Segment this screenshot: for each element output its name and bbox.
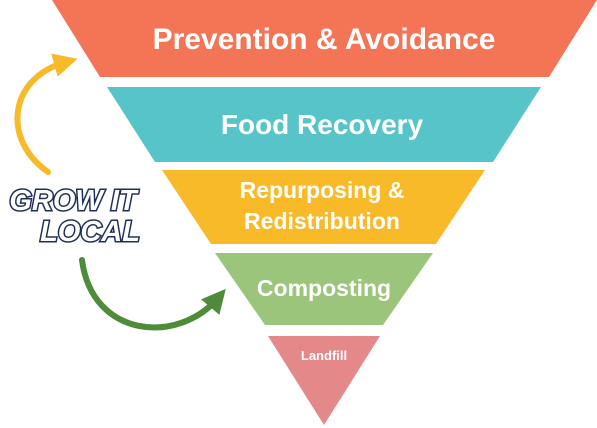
tier-shape bbox=[268, 336, 380, 425]
tier-food-recovery: Food Recovery bbox=[107, 87, 541, 162]
tier-prevention-avoidance: Prevention & Avoidance bbox=[52, 0, 597, 77]
logo-line-1: GROW IT bbox=[9, 185, 139, 217]
tier-label: Landfill bbox=[301, 348, 347, 363]
grow-it-local-logo: GROW IT LOCAL bbox=[8, 184, 142, 250]
up-arrow bbox=[14, 53, 78, 175]
down-arrow bbox=[79, 257, 226, 331]
tier-shape bbox=[52, 0, 597, 77]
tier-label: Composting bbox=[257, 275, 391, 301]
tier-label: Food Recovery bbox=[221, 109, 424, 140]
tier-shape bbox=[215, 253, 433, 325]
tier-shape bbox=[162, 170, 485, 244]
logo-line-2: LOCAL bbox=[40, 216, 140, 248]
tier-repurposing-redistribution: Repurposing & Redistribution bbox=[162, 170, 485, 244]
tier-label: Redistribution bbox=[244, 208, 400, 234]
tier-composting: Composting bbox=[215, 253, 433, 325]
tier-label: Prevention & Avoidance bbox=[153, 23, 496, 56]
tier-label: Repurposing & bbox=[240, 177, 405, 203]
tier-shape bbox=[107, 87, 541, 162]
tier-landfill: Landfill bbox=[268, 336, 380, 425]
